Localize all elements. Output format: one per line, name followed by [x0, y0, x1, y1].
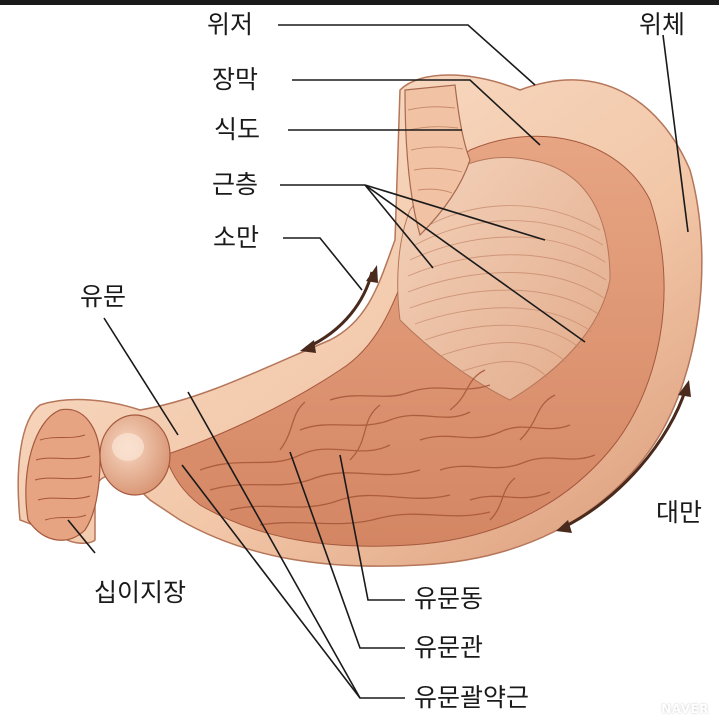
label-pyloric-antrum: 유문동: [414, 584, 484, 613]
label-serosa: 장막: [212, 65, 259, 94]
label-body: 위체: [639, 10, 686, 39]
label-pyloric-sphincter: 유문괄약근: [414, 683, 530, 712]
label-greater-curvature: 대만: [656, 498, 703, 527]
leader-antrum: [339, 454, 405, 601]
naver-watermark: NAVER: [661, 702, 709, 716]
leader-sphincter-2: [181, 464, 361, 699]
leader-pylorus: [103, 317, 179, 436]
duodenum-segment: [25, 408, 101, 541]
leader-canal: [289, 451, 405, 649]
esophagus-tube: [404, 84, 471, 237]
muscle-layer-region: [397, 156, 611, 401]
muscle-fibres: [407, 205, 607, 379]
esophagus-rings: [407, 106, 464, 194]
label-lesser-curvature: 소만: [213, 223, 260, 252]
leader-lesser-curvature: [283, 237, 363, 291]
arrow-greater-curvature: [561, 387, 688, 530]
label-esophagus: 식도: [214, 115, 261, 144]
leader-fundus: [278, 24, 536, 86]
label-pylorus: 유문: [80, 282, 127, 311]
label-muscle-layer: 근층: [212, 170, 259, 199]
leader-lines: [67, 24, 689, 699]
leader-serosa: [292, 79, 541, 146]
leader-duodenum: [67, 519, 96, 554]
rugae-folds: [199, 369, 596, 526]
label-fundus: 위저: [207, 10, 254, 39]
top-border: [0, 0, 719, 5]
leader-body: [662, 34, 689, 233]
label-duodenum: 십이지장: [94, 578, 187, 607]
label-pyloric-canal: 유문관: [414, 633, 484, 662]
